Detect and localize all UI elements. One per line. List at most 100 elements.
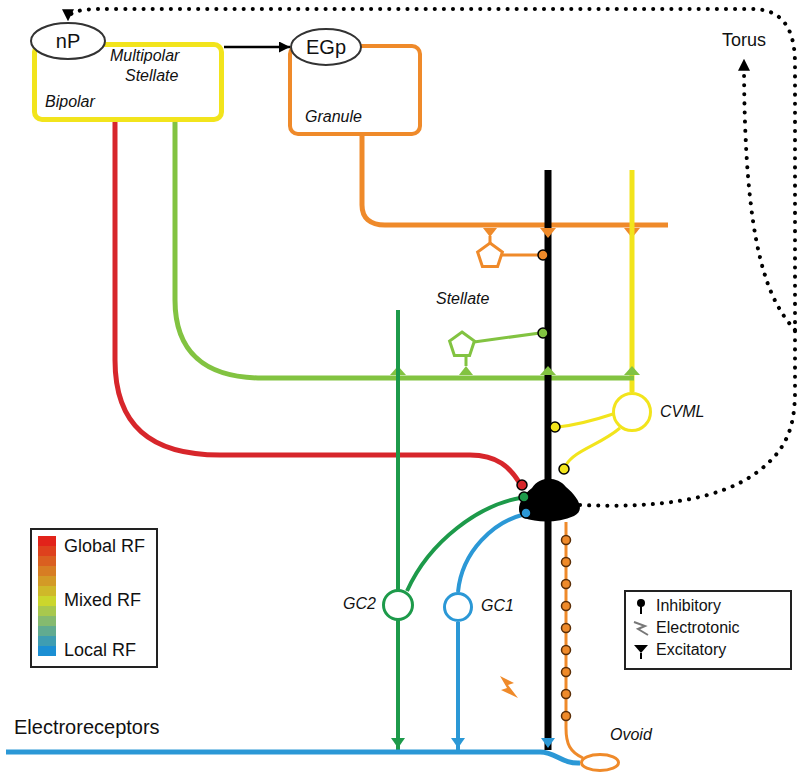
cell-outline [384, 591, 413, 620]
legend-label: Mixed RF [64, 590, 141, 611]
ovoid-dendrite [562, 602, 571, 611]
granule-fiber [362, 136, 668, 225]
stellate-fiber [175, 122, 634, 378]
inhibitory-synapses [521, 508, 531, 518]
legend-swatch [38, 646, 56, 656]
legend-symbols [640, 606, 642, 614]
ovoid-dendrite [562, 580, 571, 589]
stellate-fiber [459, 366, 473, 375]
granule-fiber [478, 243, 503, 267]
granule-cell-axons [456, 622, 460, 750]
cell-outline [382, 589, 414, 621]
electroreceptor-afferent [451, 738, 465, 748]
electroreceptor-afferent [391, 738, 405, 748]
nucleus-box: GranuleEGp [288, 44, 422, 136]
inhibitory-synapses [559, 464, 569, 474]
cell-circle: GC2 [382, 589, 414, 621]
legend-label: Excitatory [656, 641, 726, 659]
cell-type-label: Multipolar [110, 47, 179, 65]
bipolar-fiber [115, 122, 519, 482]
pyramidal-cell [540, 366, 556, 375]
feedback-pathway [68, 9, 795, 506]
cell-circle: GC1 [443, 592, 473, 622]
nucleus-ellipse: nP [30, 22, 106, 60]
stellate-fiber [474, 333, 540, 342]
inhibitory-synapses [517, 250, 569, 518]
cell-outline [612, 392, 652, 432]
projection-arrow [224, 46, 290, 49]
ovoid-dendrite [500, 522, 583, 758]
cell-outline [580, 753, 620, 772]
granule-cell-axons [398, 310, 522, 750]
legend-symbols [634, 645, 648, 653]
pyramidal-cell [541, 738, 555, 748]
cell-label: GC1 [481, 597, 514, 615]
inhibitory-synapses [538, 328, 548, 338]
cell-ellipse: Ovoid [580, 753, 620, 772]
ovoid-dendrite [566, 522, 583, 758]
target-label: Torus [722, 30, 766, 51]
legend-symbols [634, 599, 648, 659]
legend-label: Inhibitory [656, 597, 721, 615]
cvml-axon [558, 414, 613, 427]
cvml-axon [566, 428, 620, 465]
nucleus-label: nP [56, 30, 80, 53]
cell-outline [31, 23, 105, 59]
ovoid-dendrite [562, 646, 571, 655]
cell-type-label: Bipolar [45, 93, 95, 111]
color-band [38, 626, 56, 636]
legend-symbols [640, 653, 642, 659]
granule-fiber [502, 254, 540, 257]
legend-symbols [634, 622, 648, 635]
stellate-fiber [450, 332, 475, 356]
cell-outline [445, 594, 472, 621]
nucleus-ellipse: EGp [290, 28, 362, 66]
stellate-fiber [175, 122, 640, 378]
color-band [38, 546, 56, 556]
cell-label: Ovoid [610, 726, 652, 744]
color-band [38, 616, 56, 626]
nucleus-box: MultipolarStellateBipolarnP [32, 42, 224, 122]
cell-circle: CVML [612, 392, 652, 432]
ovoid-dendrite [500, 676, 518, 698]
color-band [38, 586, 56, 596]
stellate-fiber [465, 356, 468, 366]
cell-type-label: Granule [305, 108, 362, 126]
ovoid-dendrite [562, 712, 571, 721]
cell-outline [614, 394, 651, 431]
stellate-fiber [624, 366, 640, 375]
ovoid-dendrite [562, 668, 571, 677]
legend-label: Electrotonic [656, 619, 740, 637]
granule-fiber [362, 136, 668, 267]
granule-cell-axons [407, 498, 520, 591]
legend-symbols [637, 599, 645, 607]
ovoid-dendrite [562, 536, 571, 721]
cell-outline [291, 29, 361, 65]
color-band [38, 606, 56, 616]
legend-swatch [38, 536, 56, 546]
legend-label: Local RF [64, 640, 136, 661]
ovoid-dendrite [562, 690, 571, 699]
cell-outline [443, 592, 473, 622]
inhibitory-synapses [517, 480, 527, 490]
color-band [38, 556, 56, 566]
pyramidal-cell [519, 170, 580, 750]
color-band [38, 566, 56, 576]
ovoid-dendrite [562, 624, 571, 633]
electroreceptor-afferent [6, 752, 580, 763]
cell-type-label: Stellate [436, 290, 489, 308]
bipolar-fiber [115, 122, 519, 482]
afferent-label: Electroreceptors [14, 716, 160, 739]
cell-label: GC2 [343, 595, 376, 613]
nucleus-label: EGp [306, 36, 346, 59]
granule-fiber [483, 228, 497, 237]
color-band [38, 576, 56, 586]
inhibitory-synapses [519, 492, 529, 502]
cvml-axon [630, 170, 635, 392]
inhibitory-synapses [550, 422, 560, 432]
cell-outline [582, 755, 619, 771]
ovoid-dendrite [562, 536, 571, 545]
electroreceptor-afferent [6, 738, 580, 763]
feedback-pathway [744, 60, 795, 330]
legend-swatch [38, 596, 56, 606]
